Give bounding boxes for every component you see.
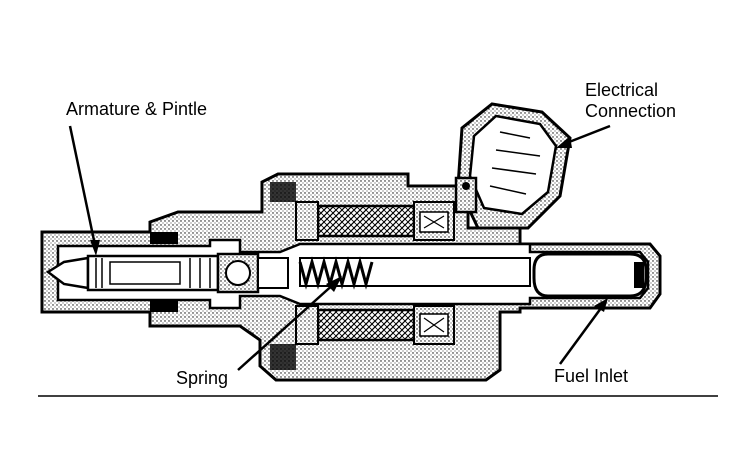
upper-coil	[316, 204, 416, 238]
spring	[298, 256, 374, 290]
fuel-inlet-label: Fuel Inlet	[554, 366, 629, 386]
spring-label: Spring	[176, 368, 229, 388]
spring-leader	[237, 281, 337, 371]
fuel-inlet-filter	[532, 252, 648, 298]
electrical-connection-label: Electrical Connection	[585, 80, 676, 122]
electrical-connection-line1: Electrical	[585, 80, 659, 100]
electrical-connection-leader	[563, 124, 611, 146]
armature-pintle-label: Armature & Pintle	[66, 99, 208, 119]
armature-pintle-leader	[68, 125, 98, 251]
fuel-inlet-leader	[558, 303, 606, 365]
electrical-connection-line2: Connection	[585, 101, 677, 121]
lower-coil	[316, 308, 416, 342]
